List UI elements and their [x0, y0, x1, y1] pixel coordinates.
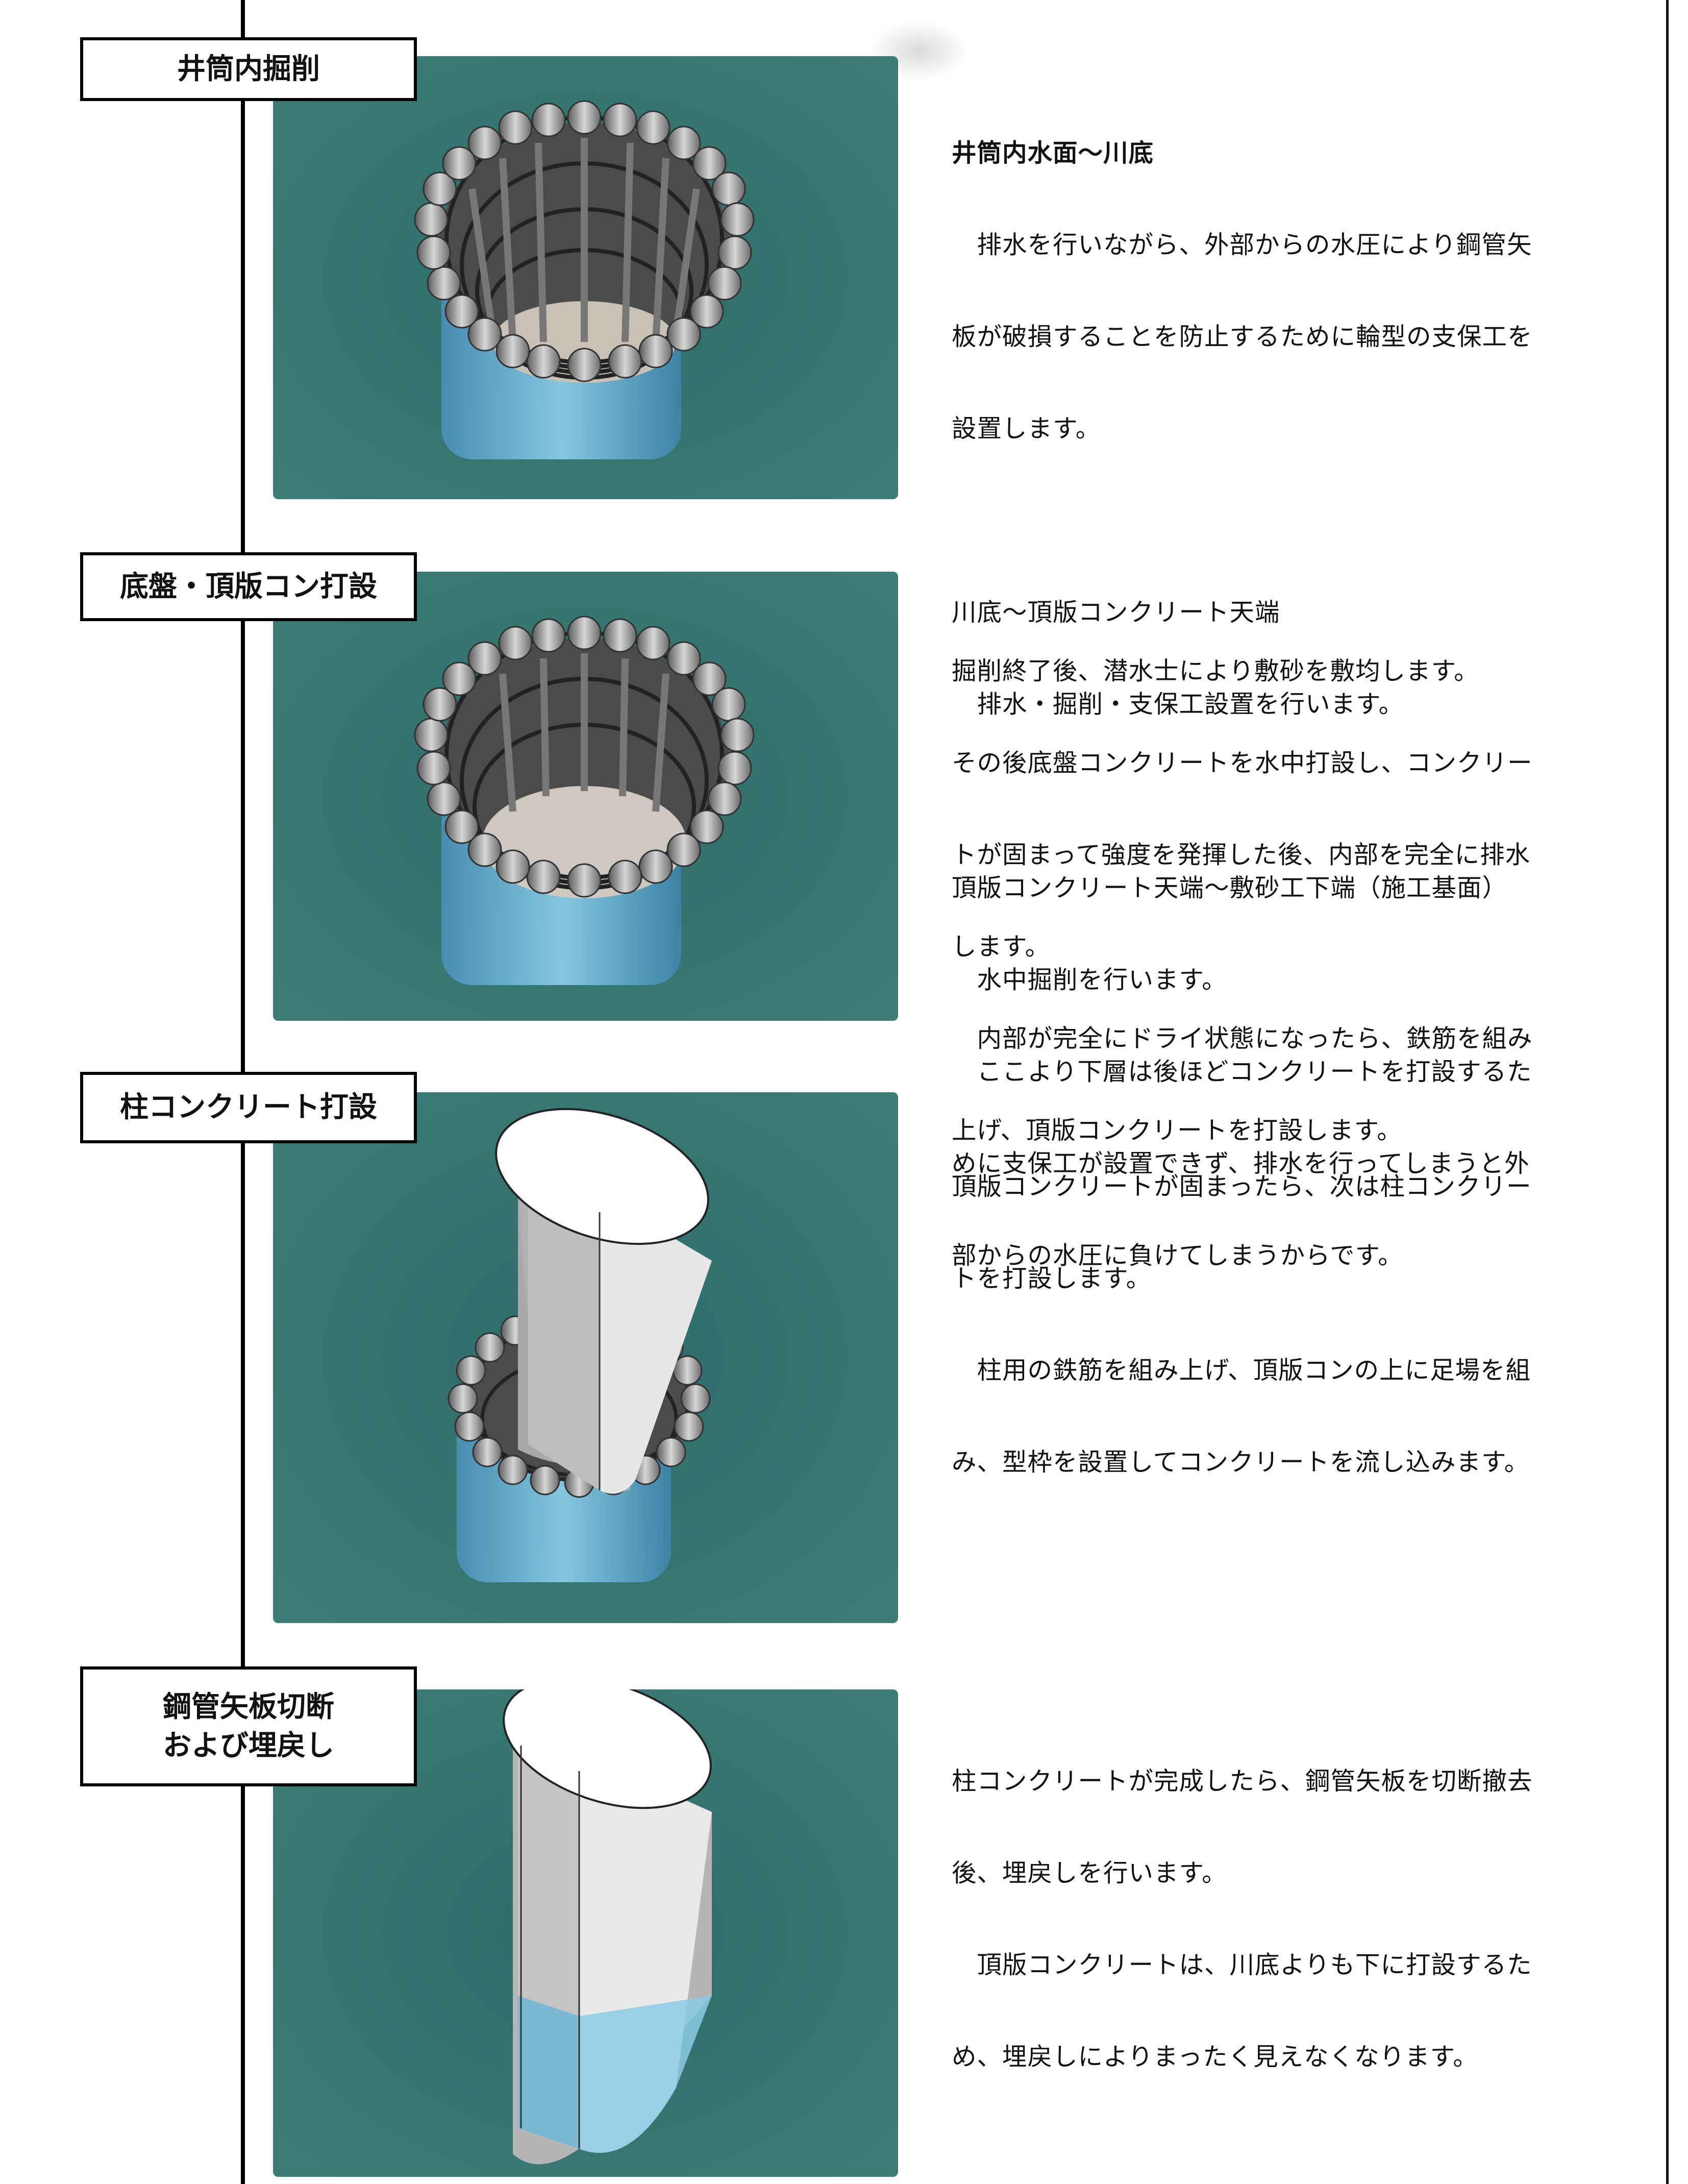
step-4-illustration — [273, 1689, 898, 2177]
text-line: 水中掘削を行います。 — [952, 966, 1227, 994]
text-line: ここより下層は後ほどコンクリートを打設するた — [952, 1058, 1532, 1086]
text-line: 井筒内水面〜川底 — [952, 139, 1154, 167]
step-1-title: 井筒内掘削 — [80, 37, 417, 101]
step-3-title-line: 柱コンクリート打設 — [120, 1091, 377, 1124]
finished-column — [503, 1689, 712, 2165]
step-1-title-line: 井筒内掘削 — [177, 52, 320, 86]
pile-heads-ring — [414, 616, 755, 898]
text-line: 排水・掘削・支保工設置を行います。 — [952, 690, 1404, 719]
step-4-title: 鋼管矢板切断 および埋戻し — [80, 1666, 417, 1786]
blank-line — [952, 505, 1615, 536]
step-2-illustration — [273, 572, 898, 1021]
text-line: 柱用の鉄筋を組み上げ、頂版コンの上に足場を組 — [952, 1356, 1531, 1385]
text-line: 設置します。 — [952, 414, 1101, 443]
text-line: 頂版コンクリート天端〜敷砂工下端（施工基面） — [952, 874, 1508, 902]
step-3-illustration — [273, 1092, 898, 1623]
right-border-line — [1666, 0, 1669, 2184]
pile-heads-ring — [414, 100, 755, 382]
step-2-title-line: 底盤・頂版コン打設 — [120, 570, 377, 603]
step-2-title: 底盤・頂版コン打設 — [80, 552, 417, 621]
text-line: 川底〜頂版コンクリート天端 — [952, 598, 1280, 627]
step-4-title-line-2: および埋戻し — [163, 1729, 334, 1762]
step-2-description: 掘削終了後、潜水士により敷砂を敷均します。 その後底盤コンクリートを水中打設し、… — [952, 595, 1615, 1176]
step-3-description: 頂版コンクリートが固まったら、次は柱コンクリー トを打設します。 柱用の鉄筋を組… — [952, 1110, 1615, 1508]
text-line: 板が破損することを防止するために輪型の支保工を — [952, 323, 1533, 351]
concrete-column — [495, 1108, 712, 1494]
step-1-illustration — [273, 56, 898, 499]
text-line: めに支保工が設置できず、排水を行ってしまうと外 — [952, 1149, 1530, 1178]
text-line: その後底盤コンクリートを水中打設し、コンクリー — [952, 749, 1533, 777]
text-line: 掘削終了後、潜水士により敷砂を敷均します。 — [952, 657, 1479, 685]
text-line: 部からの水圧に負けてしまうからです。 — [952, 1241, 1403, 1270]
step-3-title: 柱コンクリート打設 — [80, 1072, 417, 1143]
text-line: 頂版コンクリートは、川底よりも下に打設するた — [952, 1951, 1532, 1979]
text-line: 上げ、頂版コンクリートを打設します。 — [952, 1116, 1402, 1145]
text-line: 排水を行いながら、外部からの水圧により鋼管矢 — [952, 231, 1532, 259]
text-line: 頂版コンクリートが固まったら、次は柱コンクリー — [952, 1172, 1532, 1201]
text-line: します。 — [952, 933, 1051, 961]
text-line: 内部が完全にドライ状態になったら、鉄筋を組み — [952, 1024, 1533, 1053]
step-4-title-line-1: 鋼管矢板切断 — [163, 1690, 334, 1724]
text-line: め、埋戻しによりまったく見えなくなります。 — [952, 2043, 1478, 2071]
text-line: み、型枠を設置してコンクリートを流し込みます。 — [952, 1448, 1530, 1477]
step-4-description: 柱コンクリートが完成したら、鋼管矢板を切断撤去 後、埋戻しを行います。 頂版コン… — [952, 1705, 1615, 2103]
text-line: 柱コンクリートが完成したら、鋼管矢板を切断撤去 — [952, 1767, 1533, 1796]
text-line: トが固まって強度を発揮した後、内部を完全に排水 — [952, 841, 1531, 869]
text-line: 後、埋戻しを行います。 — [952, 1859, 1227, 1887]
step-1-description: 井筒内水面〜川底 排水を行いながら、外部からの水圧により鋼管矢 板が破損すること… — [952, 77, 1615, 1302]
text-line: トを打設します。 — [952, 1264, 1152, 1293]
